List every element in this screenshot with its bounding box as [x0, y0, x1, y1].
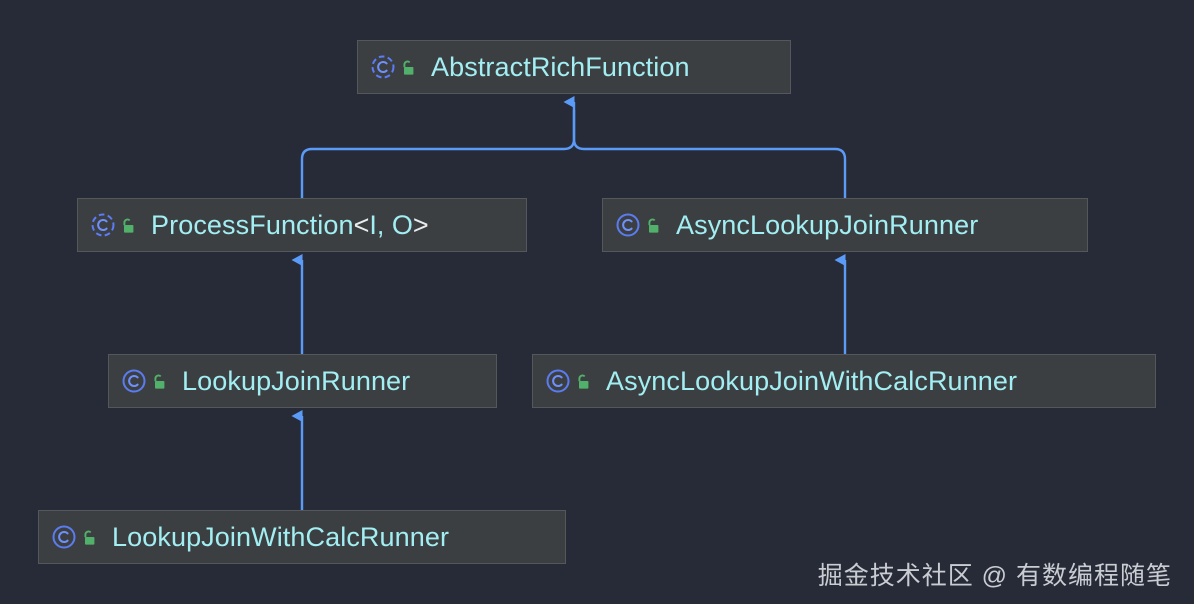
- generic-open-bracket: <: [353, 209, 370, 240]
- node-icon-group: [90, 212, 137, 238]
- abstract-class-icon: [91, 213, 115, 237]
- class-node-abstract-rich-function[interactable]: AbstractRichFunction: [357, 40, 791, 94]
- class-name-label: ProcessFunction: [151, 209, 354, 240]
- public-lock-icon: [154, 374, 165, 389]
- class-node-lookup-join-runner[interactable]: LookupJoinRunner: [108, 354, 497, 408]
- node-icon-group: [370, 54, 417, 80]
- public-lock-icon: [123, 218, 134, 233]
- public-lock-icon: [578, 374, 589, 389]
- generic-type-params: I, O: [369, 209, 413, 240]
- class-name-label: AbstractRichFunction: [431, 51, 690, 82]
- edge-to-abstract-rich-function: [300, 96, 847, 198]
- watermark-text: 掘金技术社区 @ 有数编程随笔: [817, 562, 1172, 590]
- node-icon-group: [51, 524, 98, 550]
- class-node-lookup-join-with-calc-runner[interactable]: LookupJoinWithCalcRunner: [38, 510, 566, 564]
- generic-close-bracket: >: [412, 209, 429, 240]
- node-icon-group: [615, 212, 662, 238]
- class-name-label: AsyncLookupJoinWithCalcRunner: [606, 365, 1018, 396]
- node-icon-group: [121, 368, 168, 394]
- class-icon: [52, 525, 76, 549]
- abstract-class-icon: [371, 55, 395, 79]
- public-lock-icon: [84, 530, 95, 545]
- class-node-async-lookup-join-runner[interactable]: AsyncLookupJoinRunner: [602, 198, 1088, 252]
- class-name-label: LookupJoinWithCalcRunner: [112, 521, 450, 552]
- class-node-process-function[interactable]: ProcessFunction <I, O>: [77, 198, 527, 252]
- generic-parameters: <I, O>: [353, 209, 429, 240]
- class-name-label: AsyncLookupJoinRunner: [676, 209, 979, 240]
- class-node-async-lookup-join-with-calc-runner[interactable]: AsyncLookupJoinWithCalcRunner: [532, 354, 1156, 408]
- class-icon: [546, 369, 570, 393]
- class-name-label: LookupJoinRunner: [182, 365, 411, 396]
- class-icon: [616, 213, 640, 237]
- node-icon-group: [545, 368, 592, 394]
- public-lock-icon: [648, 218, 659, 233]
- public-lock-icon: [403, 60, 414, 75]
- class-icon: [122, 369, 146, 393]
